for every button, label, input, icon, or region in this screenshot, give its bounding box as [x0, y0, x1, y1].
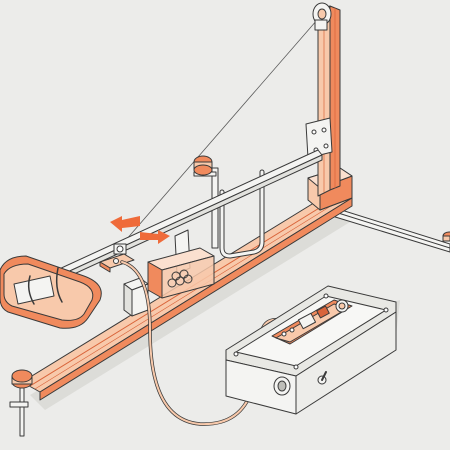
- arrow-left-icon: [140, 230, 170, 244]
- electronics-enclosure: [225, 285, 397, 415]
- beam-carriage: [113, 243, 127, 255]
- top-knob: [193, 155, 217, 177]
- vertical-mast: [317, 5, 341, 197]
- motion-arrows: [110, 216, 170, 244]
- support-post: [123, 277, 149, 317]
- pulley-wheel: [312, 2, 332, 31]
- arrow-right-icon: [110, 216, 140, 232]
- circuit-board: [271, 299, 353, 345]
- toggle-switch: [317, 371, 327, 385]
- rear-rail-end-knob: [442, 231, 450, 242]
- cable-gland: [273, 376, 291, 396]
- rear-rail: [331, 207, 450, 253]
- stay-cable: [111, 11, 325, 257]
- leveling-foot: [9, 369, 33, 437]
- specimen-pad: [0, 255, 102, 329]
- sensor-clip: [99, 253, 135, 273]
- honeycomb-holder: [147, 247, 215, 299]
